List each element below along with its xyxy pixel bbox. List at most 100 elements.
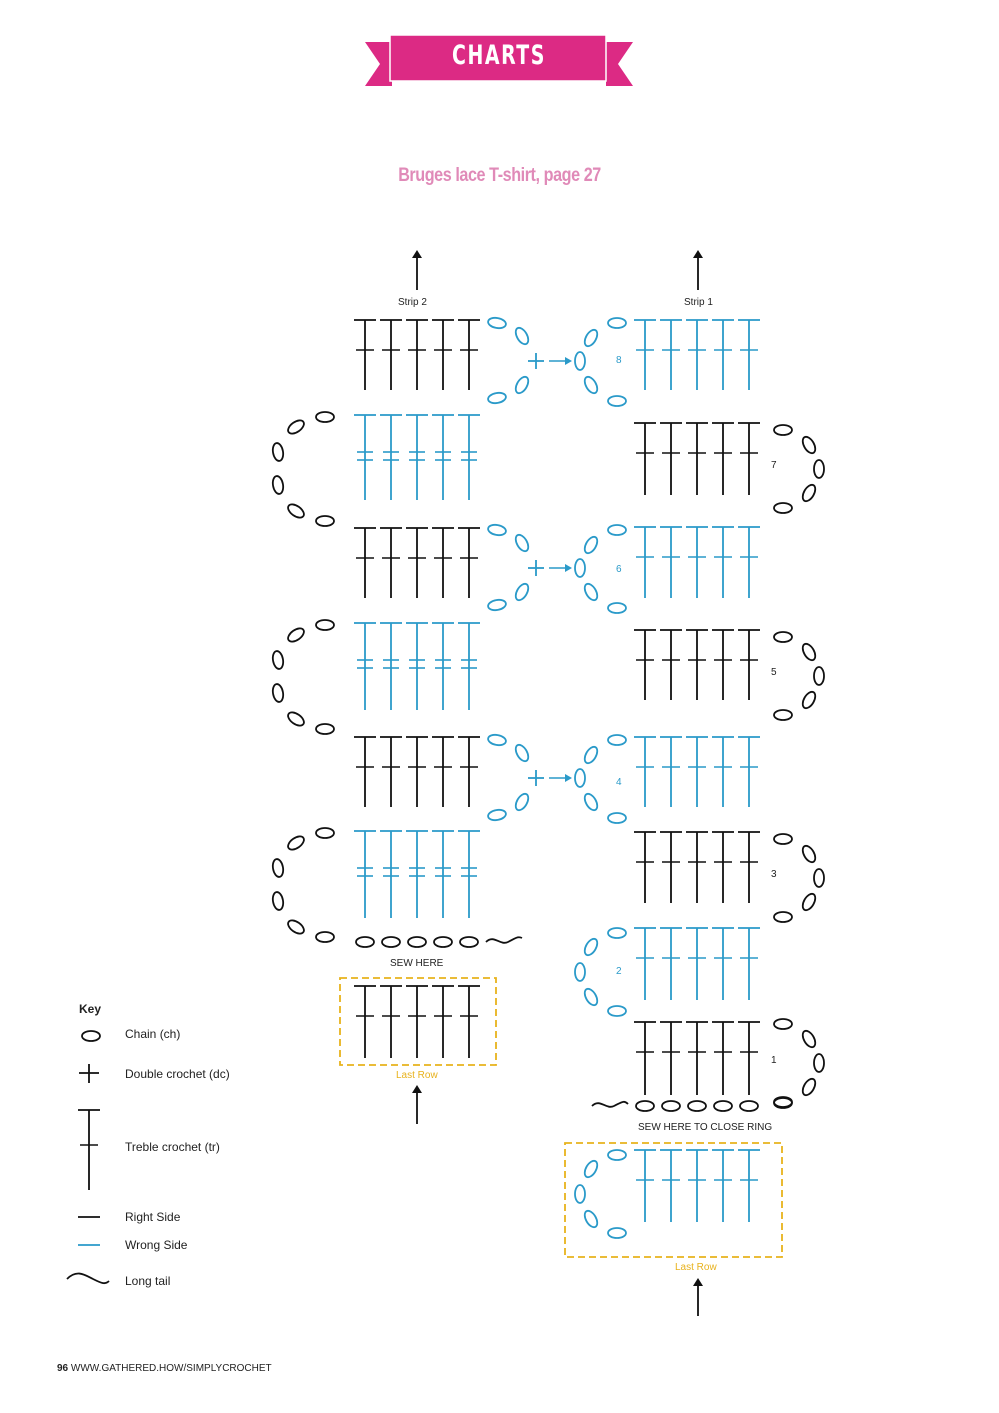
chain-stitch — [315, 411, 335, 423]
treble-stitch — [634, 422, 656, 495]
row-number-7: 7 — [771, 460, 777, 471]
chain-stitch — [801, 690, 817, 710]
last-row-box — [339, 977, 497, 1066]
footer-url: WWW.GATHERED.HOW/SIMPLYCROCHET — [70, 1363, 272, 1374]
key-title: Key — [79, 1002, 102, 1016]
treble-row — [634, 319, 760, 390]
treble-stitch — [660, 629, 682, 700]
chain-stitch — [271, 858, 285, 878]
treble-stitch — [432, 736, 454, 807]
treble-stitch — [380, 319, 402, 390]
chain-stitch — [607, 602, 627, 614]
treble-stitch — [660, 736, 682, 807]
treble-stitch — [660, 831, 682, 903]
treble-stitch — [406, 830, 428, 918]
treble-row — [354, 985, 480, 1058]
treble-stitch — [634, 629, 656, 700]
strip-2-label: Strip 2 — [398, 297, 427, 308]
treble-stitch — [738, 422, 760, 495]
last-row-label-strip-1: Last Row — [675, 1262, 717, 1273]
treble-stitch — [738, 319, 760, 390]
treble-stitch — [432, 414, 454, 500]
treble-stitch — [354, 830, 376, 918]
chain-stitch — [287, 503, 305, 519]
treble-stitch — [406, 736, 428, 807]
treble-stitch — [380, 527, 402, 598]
chain-stitch — [773, 631, 793, 643]
treble-crochet-icon — [78, 1109, 100, 1190]
chain-stitch — [713, 1100, 733, 1112]
treble-row — [634, 1149, 760, 1222]
last-row-label-strip-2: Last Row — [396, 1070, 438, 1081]
long-tail — [591, 1100, 629, 1108]
treble-stitch — [712, 736, 734, 807]
treble-row — [634, 629, 760, 700]
chain-stitch — [607, 524, 627, 536]
chain-stitch — [574, 1184, 586, 1204]
chain-stitch — [583, 792, 599, 812]
row-number-4: 4 — [616, 777, 622, 788]
arrow-head — [693, 1278, 703, 1286]
arrow-head — [412, 250, 422, 258]
chain-stitch — [583, 745, 599, 765]
treble-stitch — [634, 1021, 656, 1095]
treble-stitch — [712, 1021, 734, 1095]
chain-stitch — [271, 683, 285, 703]
treble-stitch — [686, 422, 708, 495]
chain-stitch — [607, 1227, 627, 1239]
chain-stitch — [687, 1100, 707, 1112]
long-tail — [485, 936, 523, 944]
direction-arrow-icon — [412, 250, 422, 290]
chain-stitch — [801, 642, 817, 662]
chain-stitch — [583, 937, 599, 957]
treble-stitch — [738, 629, 760, 700]
direction-arrow-icon — [412, 1085, 422, 1124]
chain-stitch — [574, 962, 586, 982]
chain-stitch — [381, 936, 401, 948]
treble-row — [354, 830, 480, 918]
chain-stitch — [773, 709, 793, 721]
key-label-double-crochet: Double crochet (dc) — [125, 1067, 230, 1081]
chain-stitch — [487, 391, 507, 405]
treble-stitch — [354, 736, 376, 807]
treble-row — [634, 526, 760, 598]
direction-arrow-icon — [693, 250, 703, 290]
treble-stitch — [634, 831, 656, 903]
chain-stitch — [514, 792, 530, 812]
key-label-long-tail: Long tail — [125, 1274, 171, 1288]
row-number-1: 1 — [771, 1055, 777, 1066]
chain-stitch — [813, 1053, 825, 1073]
sew-here-close-ring-label: SEW HERE TO CLOSE RING — [638, 1122, 773, 1133]
treble-stitch — [380, 736, 402, 807]
treble-stitch — [634, 736, 656, 807]
chain-stitch — [583, 987, 599, 1007]
treble-stitch — [738, 526, 760, 598]
chain-stitch — [315, 619, 335, 631]
treble-stitch — [380, 830, 402, 918]
treble-stitch — [380, 622, 402, 710]
chain-stitch — [271, 442, 285, 462]
treble-row — [634, 422, 760, 495]
treble-stitch — [686, 736, 708, 807]
treble-stitch — [406, 319, 428, 390]
treble-stitch — [406, 527, 428, 598]
chain-stitch — [287, 919, 305, 935]
row-number-5: 5 — [771, 667, 777, 678]
treble-stitch — [686, 1149, 708, 1222]
chain-stitch — [773, 502, 793, 514]
join-double-crochet-icon — [528, 770, 572, 786]
chain-stitch — [813, 868, 825, 888]
chain-stitch — [487, 523, 507, 537]
treble-stitch — [354, 414, 376, 500]
arrow-head — [693, 250, 703, 258]
chain-stitch — [583, 328, 599, 348]
last-row-box — [564, 1142, 783, 1258]
treble-stitch — [432, 622, 454, 710]
treble-row — [634, 831, 760, 903]
treble-row — [354, 736, 480, 807]
treble-stitch — [432, 985, 454, 1058]
chain-stitch — [583, 582, 599, 602]
chain-stitch — [813, 459, 825, 479]
chain-stitch — [487, 316, 507, 330]
chain-stitch — [574, 768, 586, 788]
